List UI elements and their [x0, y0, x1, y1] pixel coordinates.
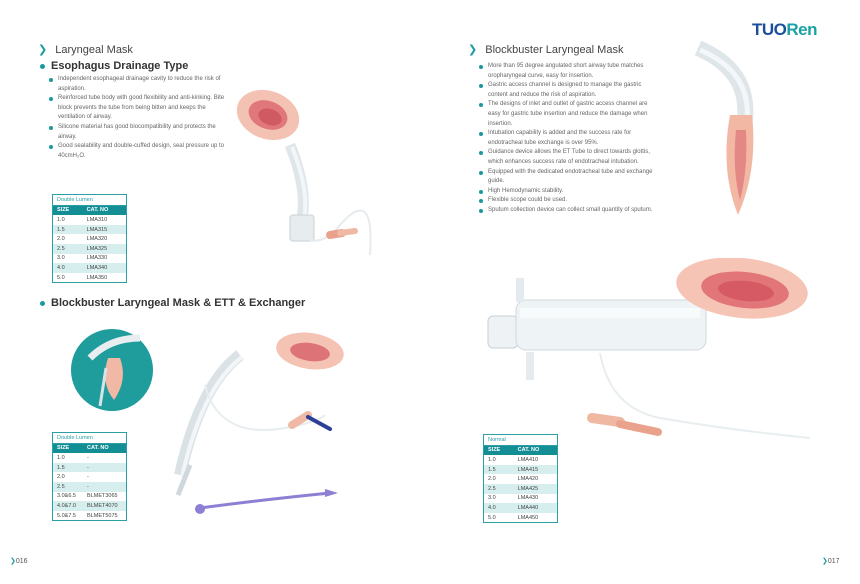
- table-header: CAT. NO: [513, 445, 558, 456]
- table-row: 1.5-: [52, 462, 127, 473]
- blockbuster-mask-side-image: [694, 40, 754, 215]
- left-section-title: ❯ Laryngeal Mask: [38, 43, 133, 56]
- table-row: 1.0-: [57, 454, 89, 461]
- table-header: CAT. NO: [82, 205, 127, 216]
- list-item: Intubation capability is added and the s…: [479, 129, 659, 148]
- spec-table-double-lumen-2: Double Lumen SIZE CAT. NO 1.0- 1.5- 2.0-…: [52, 432, 127, 522]
- blockbuster-mask-main-image: [487, 258, 811, 439]
- list-item: The designs of inlet and outlet of gastr…: [479, 100, 659, 129]
- feature-list-blockbuster: More than 95 degree angulated short airw…: [479, 62, 659, 216]
- bullet-dot-icon: [40, 63, 45, 69]
- list-item: Equipped with the dedicated endotracheal…: [479, 168, 659, 187]
- chevron-right-icon: ❯: [822, 557, 828, 565]
- ett-exchanger-product-image: [174, 332, 344, 514]
- brand-logo: TUORen: [752, 20, 818, 39]
- table-header: CAT. NO: [83, 443, 127, 454]
- laryngeal-mask-product-image: [236, 89, 372, 255]
- list-item: Silicone material has good biocompatibil…: [49, 123, 229, 142]
- list-item: Good sealability and double-cuffed desig…: [49, 142, 229, 161]
- table-header: SIZE: [52, 205, 83, 216]
- page-number-right: ❯017: [822, 557, 840, 565]
- chevron-right-icon: ❯: [468, 43, 478, 56]
- feature-list-esophagus: Independent esophageal drainage cavity t…: [49, 75, 229, 161]
- page-number-left: ❯016: [10, 557, 28, 565]
- list-item: Independent esophageal drainage cavity t…: [49, 75, 229, 94]
- list-item: Guidance device allows the ET Tube to di…: [479, 148, 659, 167]
- list-item: Reinforced tube body with good flexibili…: [49, 94, 229, 123]
- list-item: Flexible scope could be used.: [479, 196, 659, 206]
- bullet-dot-icon: [40, 300, 45, 306]
- table-header: SIZE: [52, 443, 84, 454]
- table-row: 2.0-: [57, 474, 89, 481]
- list-item: Gastric access channel is designed to ma…: [479, 81, 659, 100]
- list-item: More than 95 degree angulated short airw…: [479, 62, 659, 81]
- mask-detail-circle-image: [71, 329, 153, 411]
- subheading-esophagus: Esophagus Drainage Type: [40, 60, 188, 72]
- chevron-right-icon: ❯: [38, 43, 48, 56]
- right-section-title: ❯ Blockbuster Laryngeal Mask: [468, 43, 624, 56]
- subheading-blockbuster-ett: Blockbuster Laryngeal Mask & ETT & Excha…: [40, 297, 305, 309]
- chevron-right-icon: ❯: [10, 557, 16, 565]
- table-row: 2.5-: [52, 481, 127, 492]
- table-header: SIZE: [483, 445, 514, 456]
- list-item: Sputum collection device can collect sma…: [479, 206, 659, 216]
- list-item: High Hemodynamic stability.: [479, 187, 659, 197]
